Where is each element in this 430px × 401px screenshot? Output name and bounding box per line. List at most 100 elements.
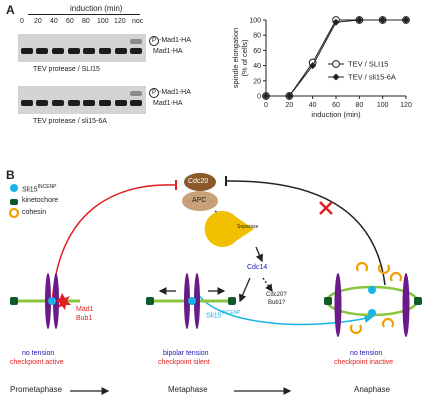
time-label: 0 [20,18,24,25]
apc-oval [182,191,218,211]
sli15-arrow-label: Sli15INCENP [206,310,240,319]
cohesin-legend-icon [8,207,20,219]
blot-band [130,100,142,106]
time-label: 60 [66,18,74,25]
cohesin-ring-icon [381,317,395,328]
legend-label: TEV / sli15-6A [348,73,396,82]
blot-band [115,48,127,54]
x-tick-label: 0 [264,102,268,109]
blot-band [115,100,127,106]
blot-caption-top-text: TEV protease / SLI15 [33,66,100,73]
anaphase-tension: no tension [350,350,383,357]
cdc14-label: Cdc14 [247,264,268,271]
time-label: 20 [34,18,42,25]
prometaphase-tension: no tension [22,350,55,357]
anaphase-checkpoint: checkpoint inactive [334,359,394,366]
prometaphase-label: Prometaphase [10,385,63,394]
metaphase-tension: bipolar tension [163,350,209,357]
apc-label: APC [192,197,207,204]
spindle-pole [146,297,154,305]
y-tick-label: 0 [257,94,261,101]
legend-label: TEV / SLI15 [348,60,388,69]
blot-band [130,91,142,96]
blot-caption-top: TEV protease / SLI15 [33,66,100,73]
series-line [266,19,406,97]
mad1-label: Mad1 [76,306,94,313]
cdc20-oval [184,173,216,191]
blot-band [36,100,48,106]
induction-bracket [28,14,140,15]
y-tick-label: 20 [253,78,261,85]
time-label: 40 [50,18,58,25]
y-tick-label: 60 [253,48,261,55]
data-point-diamond [355,16,363,24]
question-label-1: Cdc20? [266,292,287,298]
y-axis-label-unit: (% of cells) [240,39,249,77]
data-point-diamond [402,16,410,24]
blot-band [83,48,95,54]
metaphase-label: Metaphase [168,385,208,394]
sli15-arrow-text: Sli15 [206,312,222,320]
blot-band [83,100,95,106]
phospho-mark: P [149,36,159,46]
blot-band [99,100,111,106]
sli15-dot [368,309,376,317]
band-label-bottom: Mad1-HA [153,100,183,107]
time-label: 80 [82,18,90,25]
time-label: 120 [114,18,126,25]
sli15-dot [368,286,376,294]
x-axis-label: induction (min) [311,110,361,119]
cohesin-ring-icon [349,324,363,335]
legend-sli15-label: Sli15INCENP [22,184,56,193]
x-tick-label: 80 [355,102,363,109]
data-point-diamond [285,92,293,100]
phospho-band-label-bottom: P-Mad1-HA [149,88,191,98]
blot-band [21,100,33,106]
time-label: noc [132,18,144,25]
blot-band [36,48,48,54]
cohesin-ring-icon [389,271,403,282]
spindle-pole [228,297,236,305]
time-label: 100 [97,18,109,25]
separase-label: Separase [237,224,259,230]
series-line [266,19,406,97]
phospho-band-text: Mad1-HA [161,89,191,96]
y-tick-label: 80 [253,33,261,40]
legend-sli15-text: Sli15 [22,186,38,194]
legend-marker [332,73,340,81]
western-blot-bottom [18,86,146,114]
spindle-pole [414,297,422,305]
sli15-dot [188,297,196,305]
blot-band [21,48,33,54]
legend-marker [332,60,340,68]
blot-band [52,100,64,106]
y-tick-label: 40 [253,63,261,70]
cdc20-label: Cdc20 [188,178,209,185]
anaphase-label: Anaphase [354,385,391,394]
data-point-diamond [332,18,340,26]
y-axis-label: spindle elongation [231,28,240,88]
separase-pacman [204,211,254,247]
spindle-pole [10,297,18,305]
separase-to-cdc14-arrow [255,246,264,263]
blot-band [68,48,80,54]
panel-a-letter: A [6,3,15,17]
blot-band [68,100,80,106]
y-tick-label: 100 [249,18,261,25]
x-tick-label: 20 [285,102,293,109]
induction-label: induction (min) [70,4,123,13]
phospho-band-label-top: P-Mad1-HA [149,36,191,46]
legend-kinetochore-label: kinetochore [22,197,59,204]
blot-band [130,48,142,54]
chromosome [184,273,190,329]
panel-b-letter: B [6,168,15,182]
cohesin-ring-icon [377,264,391,275]
sli15-dot [48,297,56,305]
data-point-diamond [309,62,317,70]
cdc14-to-sli15-arrow [239,277,251,303]
chromosome [194,273,200,329]
data-point-diamond [379,16,387,24]
cohesin-ring-icon [355,261,369,272]
phospho-mark: P [149,88,159,98]
